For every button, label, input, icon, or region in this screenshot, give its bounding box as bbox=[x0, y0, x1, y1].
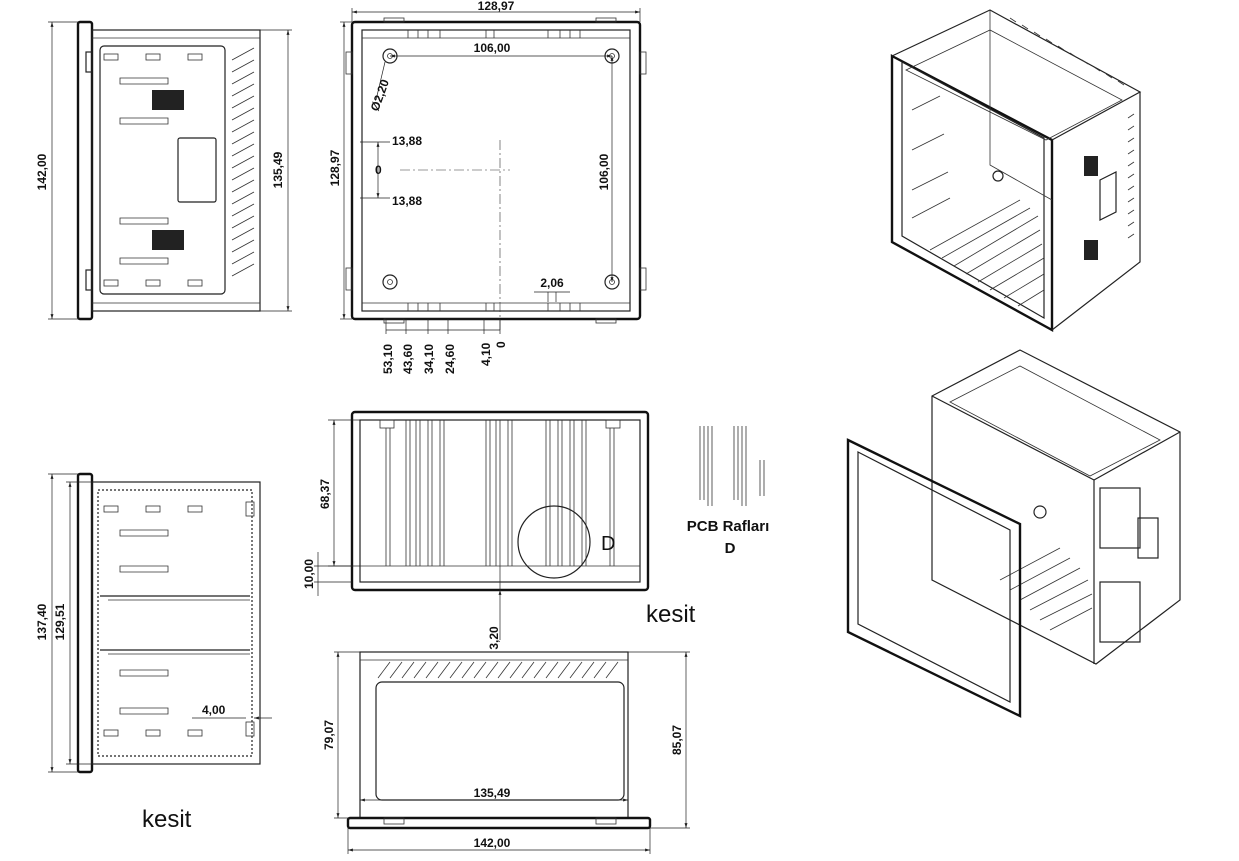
section-left-view: 137,40 129,51 4,00 kesit bbox=[35, 472, 272, 833]
dim-section-height: 68,37 bbox=[318, 479, 332, 509]
detail-mark: D bbox=[601, 533, 615, 555]
dim-bottom-5: 4,10 bbox=[479, 342, 493, 366]
rib-diagonals bbox=[231, 47, 255, 277]
section-left-label: kesit bbox=[142, 806, 192, 833]
dim-hole-spacing: 106,00 bbox=[474, 41, 511, 55]
iso-barcode-upper-icon bbox=[1084, 156, 1098, 176]
front-vents bbox=[103, 53, 203, 287]
dim-lower-offset: 13,88 bbox=[392, 194, 422, 208]
barcode-lower-icon bbox=[152, 230, 184, 250]
isometric-exploded bbox=[846, 349, 1181, 718]
dim-bottom-outer-height: 85,07 bbox=[670, 725, 684, 755]
dim-bottom-outer-width: 142,00 bbox=[474, 836, 511, 850]
dim-bottom-inner-height: 79,07 bbox=[322, 720, 336, 750]
iso-barcode-lower-icon bbox=[1084, 240, 1098, 260]
dim-bottom-1: 53,10 bbox=[381, 344, 395, 374]
dim-section-bottom: 3,20 bbox=[487, 626, 501, 650]
iso-rails bbox=[911, 95, 1045, 307]
section-center-view: D 68,37 10,00 3,20 kesit bbox=[302, 410, 696, 650]
dim-section-outer: 137,40 bbox=[35, 603, 49, 640]
mount-holes bbox=[382, 48, 620, 290]
dim-bottom-4: 24,60 bbox=[443, 344, 457, 374]
detail-d-view: PCB Rafları D bbox=[687, 426, 770, 557]
dim-bottom-3: 34,10 bbox=[422, 344, 436, 374]
top-notches bbox=[383, 17, 617, 324]
isometric-open-box bbox=[890, 9, 1142, 333]
section-center-label: kesit bbox=[646, 601, 696, 628]
dim-top-height: 128,97 bbox=[328, 149, 342, 186]
dim-wall-thickness: 4,00 bbox=[202, 703, 226, 717]
dim-bottom-2: 43,60 bbox=[401, 344, 415, 374]
iso2-rails bbox=[999, 547, 1093, 631]
dim-upper-offset: 13,88 bbox=[392, 134, 422, 148]
dim-top-width: 128,97 bbox=[478, 0, 515, 13]
dim-zero-left: 0 bbox=[375, 163, 382, 177]
dim-small-gap: 2,06 bbox=[540, 276, 564, 290]
dim-vertical-spacing: 106,00 bbox=[597, 153, 611, 190]
iso-side-vents bbox=[1127, 113, 1135, 239]
bottom-vents bbox=[377, 661, 619, 679]
detail-subtitle: D bbox=[725, 540, 736, 557]
iso-vents-top bbox=[1009, 17, 1125, 86]
dim-front-inner-height: 135,49 bbox=[271, 151, 285, 188]
dim-hole-diameter: Ø2,20 bbox=[368, 77, 392, 113]
dim-section-inner: 129,51 bbox=[53, 603, 67, 640]
dim-front-height: 142,00 bbox=[35, 153, 49, 190]
pcb-rails-section bbox=[385, 420, 615, 566]
detail-title: PCB Rafları bbox=[687, 518, 770, 535]
front-view: 142,00 135,49 bbox=[35, 20, 292, 321]
barcode-upper-icon bbox=[152, 90, 184, 110]
dim-bottom-6: 0 bbox=[494, 341, 508, 348]
section-left-slots bbox=[103, 505, 203, 737]
dim-bottom-inner-width: 135,49 bbox=[474, 786, 511, 800]
dim-section-base: 10,00 bbox=[302, 559, 316, 589]
bottom-view: 79,07 85,07 135,49 142,00 bbox=[322, 651, 690, 854]
top-view: 128,97 106,00 Ø2,20 128,97 13,88 0 13,88… bbox=[328, 0, 647, 374]
